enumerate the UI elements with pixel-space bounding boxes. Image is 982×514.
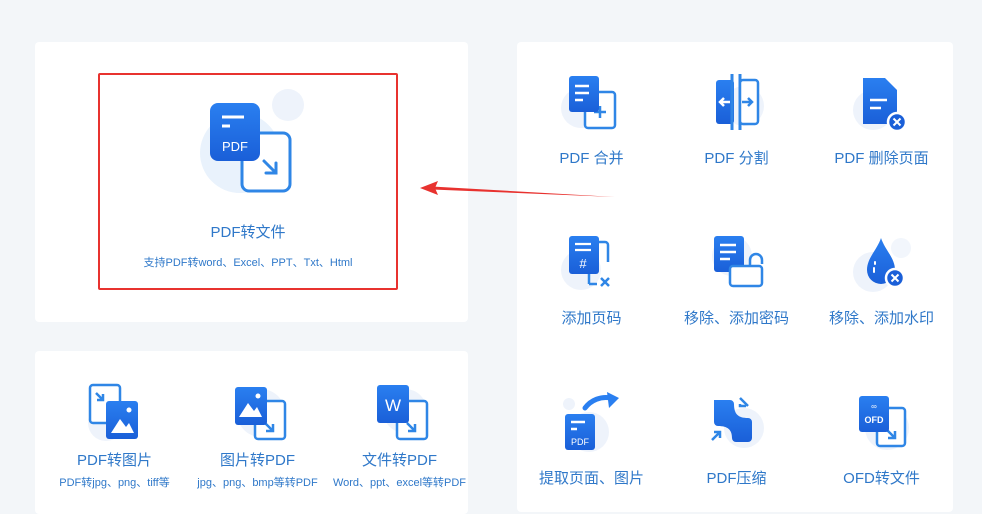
password-tool[interactable]: 移除、添加密码 [664,202,809,352]
pdf-compress-title: PDF压缩 [706,470,767,487]
extract-pages-title: 提取页面、图片 [538,470,644,487]
watermark-tool[interactable]: 移除、添加水印 [809,202,954,352]
watermark-title: 移除、添加水印 [828,310,934,327]
image-to-pdf-icon [227,383,287,443]
add-page-number-title: 添加页码 [561,310,622,327]
pdf-to-file-tool[interactable]: PDF PDF转文件 支持PDF转word、Excel、PPT、Txt、Html [100,75,396,288]
pdf-to-image-title: PDF转图片 [76,452,152,469]
pdf-to-file-description: 支持PDF转word、Excel、PPT、Txt、Html [143,257,353,269]
image-to-pdf-title: 图片转PDF [219,452,295,469]
image-to-pdf-tool[interactable]: 图片转PDF jpg、png、bmp等转PDF [185,351,330,514]
pdf-to-image-tool[interactable]: PDF转图片 PDF转jpg、png、tiff等 [42,351,187,514]
pdf-compress-tool[interactable]: PDF压缩 [664,362,809,512]
password-icon [706,232,768,294]
extract-pages-tool[interactable]: PDF 提取页面、图片 [519,362,664,512]
svg-text:OFD: OFD [865,415,884,425]
file-to-pdf-description: Word、ppt、excel等转PDF [332,477,467,489]
ofd-to-file-title: OFD转文件 [843,470,920,487]
pdf-split-title: PDF 分割 [704,150,769,167]
watermark-icon [851,232,913,294]
password-title: 移除、添加密码 [683,310,789,327]
pdf-to-image-icon [84,383,144,443]
file-to-pdf-title: 文件转PDF [361,452,437,469]
ofd-to-file-icon: ∞ OFD [851,392,913,454]
pdf-delete-page-title: PDF 删除页面 [834,150,929,167]
add-page-number-tool[interactable]: # 添加页码 [519,202,664,352]
pdf-delete-page-icon [851,72,913,134]
svg-text:PDF: PDF [571,437,590,447]
file-to-pdf-icon: W [369,383,429,443]
annotation-highlight-box [98,73,398,290]
svg-text:W: W [385,396,401,415]
add-page-number-icon: # [561,232,623,294]
pdf-delete-page-tool[interactable]: PDF 删除页面 [809,42,954,192]
pdf-to-image-description: PDF转jpg、png、tiff等 [59,477,170,489]
ofd-to-file-tool[interactable]: ∞ OFD OFD转文件 [809,362,954,512]
annotation-arrow [410,175,625,205]
svg-text:∞: ∞ [871,402,877,411]
pdf-tools-card: PDF 合并 PDF 分割 PDF 删除页面 [517,42,953,512]
pdf-to-file-title: PDF转文件 [210,224,286,241]
image-to-pdf-description: jpg、png、bmp等转PDF [197,477,318,489]
pdf-split-tool[interactable]: PDF 分割 [664,42,809,192]
extract-pages-icon: PDF [561,392,623,454]
pdf-compress-icon [706,392,768,454]
pdf-merge-title: PDF 合并 [559,150,624,167]
pdf-merge-tool[interactable]: PDF 合并 [519,42,664,192]
svg-text:#: # [579,256,587,271]
pdf-to-file-icon: PDF [198,83,304,195]
pdf-merge-icon [561,72,623,134]
svg-text:PDF: PDF [222,139,248,154]
pdf-split-icon [706,72,768,134]
file-to-pdf-tool[interactable]: W 文件转PDF Word、ppt、excel等转PDF [327,351,472,514]
convert-card: PDF转图片 PDF转jpg、png、tiff等 图片转PDF jpg、png、… [35,351,468,514]
